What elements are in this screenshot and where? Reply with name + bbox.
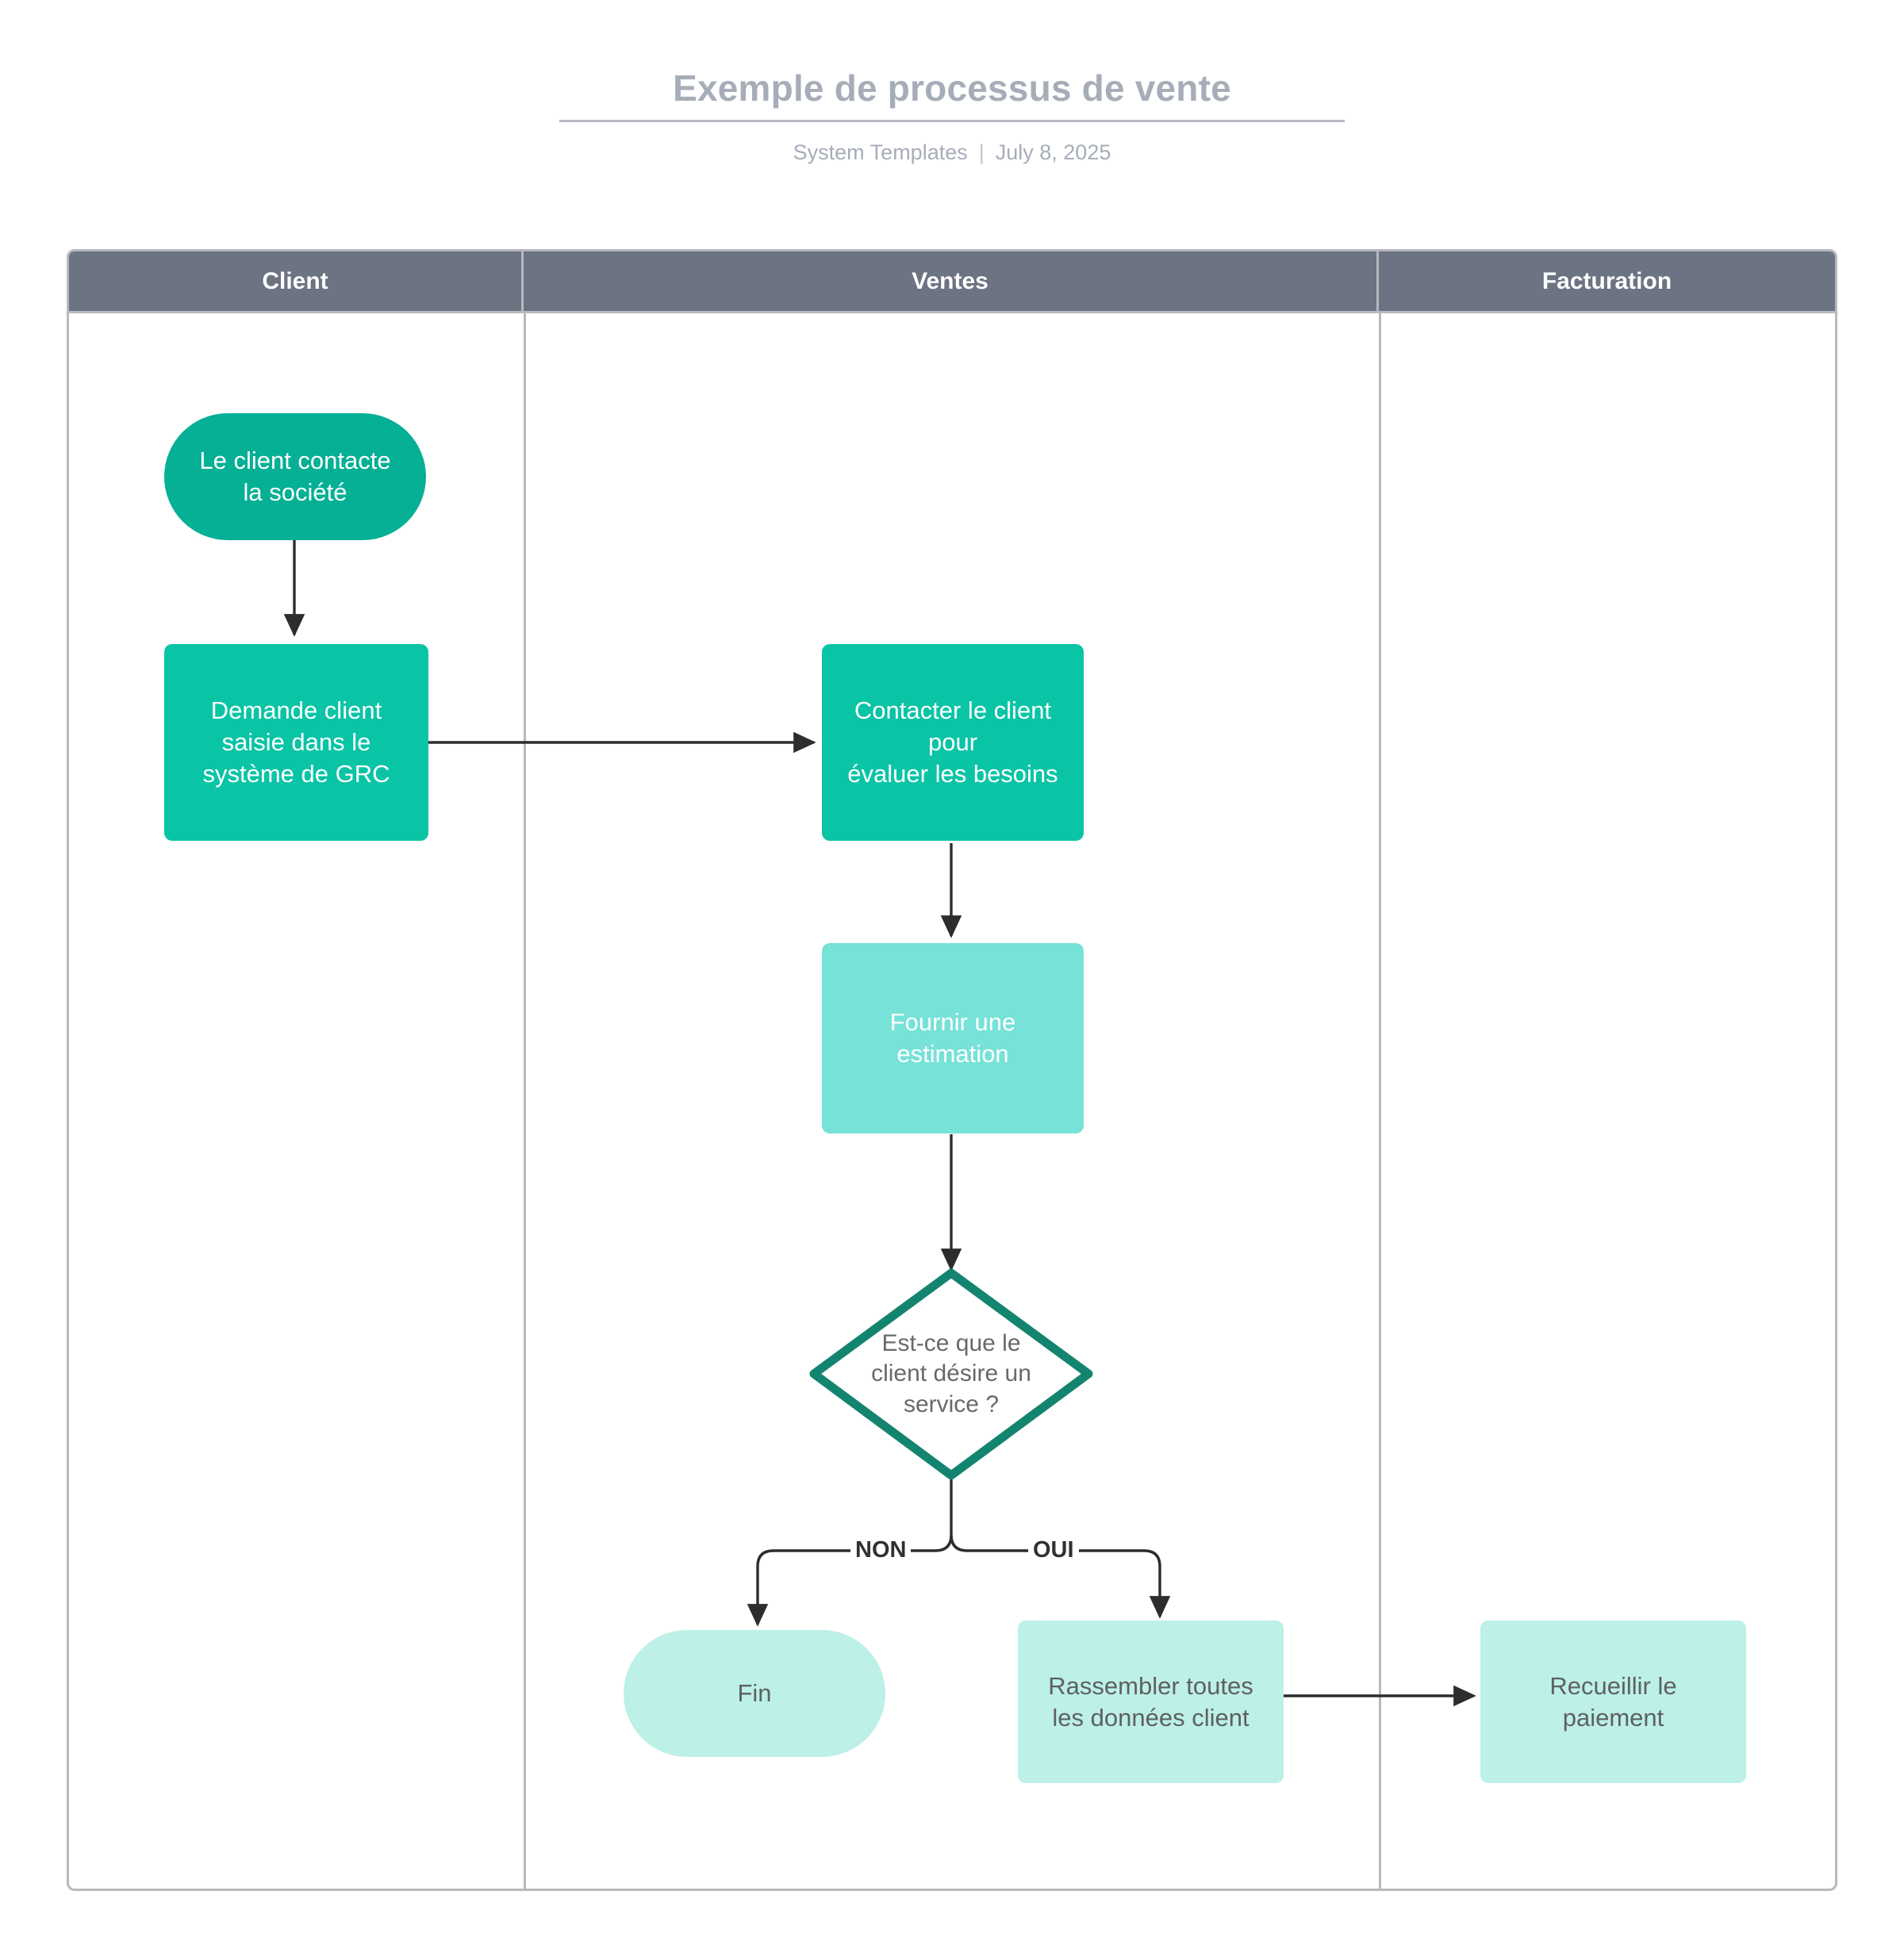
lane-header-ventes: Ventes (524, 251, 1379, 311)
title-divider (559, 119, 1345, 122)
lane-header-underline (69, 311, 1835, 313)
subtitle-separator: | (978, 140, 985, 164)
lane-divider-2 (1379, 311, 1381, 1889)
subtitle-date: July 8, 2025 (995, 140, 1111, 164)
lane-header-client: Client (69, 251, 524, 311)
node-contacter-le-client[interactable]: Contacter le client pour évaluer les bes… (822, 644, 1084, 841)
page-title: Exemple de processus de vente (673, 67, 1231, 109)
node-decision-label: Est-ce que le client désire un service ? (871, 1329, 1031, 1417)
edge-label-oui: OUI (1028, 1539, 1079, 1562)
node-fin[interactable]: Fin (624, 1630, 885, 1757)
node-recueillir-le-paiement[interactable]: Recueillir le paiement (1480, 1620, 1746, 1783)
swimlane-header-row: Client Ventes Facturation (69, 251, 1835, 311)
document-header: Exemple de processus de vente System Tem… (0, 0, 1904, 165)
edge-label-non: NON (850, 1539, 912, 1562)
node-rassembler-donnees-client[interactable]: Rassembler toutes les données client (1018, 1620, 1284, 1783)
node-demande-client-saisie-grc[interactable]: Demande client saisie dans le système de… (164, 644, 428, 841)
subtitle-author: System Templates (793, 140, 968, 164)
lane-header-facturation: Facturation (1379, 251, 1835, 311)
lane-divider-1 (524, 311, 526, 1889)
document-subtitle: System Templates | July 8, 2025 (0, 140, 1904, 165)
node-start-le-client-contacte[interactable]: Le client contacte la société (164, 413, 426, 540)
node-fournir-une-estimation[interactable]: Fournir une estimation (822, 943, 1084, 1133)
